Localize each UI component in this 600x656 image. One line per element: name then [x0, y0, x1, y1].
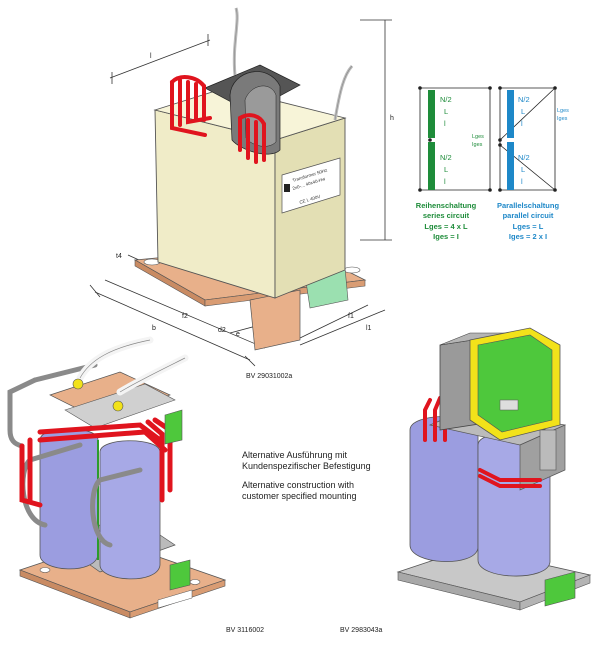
dim-label-l1: l1 [366, 325, 372, 332]
series-title-en: series circuit [423, 211, 470, 220]
dim-label-f1: f1 [348, 313, 354, 320]
series-winding-1 [428, 90, 435, 138]
parallel-out-iges: Iges [557, 116, 568, 122]
nameplate-line-3: CE L 400V [299, 194, 321, 205]
series-circuit-diagram: N/2 L l N/2 L l Lges Iges Reihenschaltun… [416, 86, 492, 241]
series-out-iges: Iges [472, 142, 483, 148]
parallel-eq-2: Iges = 2 x I [509, 232, 547, 241]
dim-label-f2: f2 [182, 313, 188, 320]
winding-leads [19, 417, 173, 508]
parallel-circuit-diagram: N/2 L l N/2 L l Lges Iges Parallelschalt… [497, 86, 569, 241]
note-de-line-1: Alternative Ausführung mit [242, 450, 348, 460]
series-label-n2-top: N/2 [440, 95, 452, 104]
notes-block: Alternative Ausführung mit Kundenspezifi… [242, 450, 371, 501]
parallel-label-i-bottom: l [521, 177, 523, 186]
note-en-line-2: customer specified mounting [242, 491, 357, 501]
dim-label-t4: t4 [116, 253, 122, 260]
terminal-bolt [72, 378, 84, 390]
series-title-de: Reihenschaltung [416, 201, 477, 210]
dim-label-b: b [152, 325, 156, 332]
parallel-label-l-bottom: L [521, 165, 525, 174]
parallel-title-en: parallel circuit [503, 211, 554, 220]
parallel-out-lges: Lges [557, 108, 569, 114]
series-label-l-bottom: L [444, 165, 448, 174]
label-tag [157, 589, 193, 609]
series-label-i-top: l [444, 119, 446, 128]
parallel-label-i-top: l [521, 119, 523, 128]
series-label-l-top: L [444, 107, 448, 116]
coil-right [99, 440, 161, 580]
dim-label-e: e [236, 331, 240, 338]
terminal-bolt [112, 400, 124, 412]
note-de-line-2: Kundenspezifischer Befestigung [242, 461, 371, 471]
series-out-lges: Lges [472, 134, 484, 140]
dim-label-l: l [150, 53, 152, 60]
parallel-label-l-top: L [521, 107, 525, 116]
series-label-n2-bottom: N/2 [440, 153, 452, 162]
dim-label-h: h [390, 115, 394, 122]
parallel-eq-1: Lges = L [513, 222, 544, 231]
parallel-title-de: Parallelschaltung [497, 201, 560, 210]
parallel-label-n2-top: N/2 [518, 95, 530, 104]
nameplate [281, 157, 341, 214]
dim-label-d2: d2 [218, 327, 226, 334]
parallel-label-n2-bottom: N/2 [518, 153, 530, 162]
bottom-right-transformer [396, 327, 592, 611]
top-transformer-drawing: l h b f2 f1 l1 e t4 d2 Transformer 50Hz [89, 7, 394, 367]
terminal-cap-green [477, 334, 553, 433]
series-eq-2: Iges = I [433, 232, 459, 241]
terminal-block [169, 559, 191, 591]
logo-icon [284, 184, 290, 192]
terminal-block [544, 571, 576, 607]
drawing-id-top: BV 29031002a [246, 373, 292, 380]
parallel-winding-2 [507, 142, 514, 190]
series-winding-2 [428, 142, 435, 190]
series-eq-1: Lges = 4 x L [424, 222, 468, 231]
drawing-id-bottom-left: BV 3116002 [226, 627, 264, 634]
note-en-line-1: Alternative construction with [242, 480, 354, 490]
drawing-id-bottom-right: BV 2983043a [340, 627, 383, 634]
mounting-slot [343, 266, 361, 274]
bottom-left-transformer [7, 336, 227, 619]
series-label-i-bottom: l [444, 177, 446, 186]
foot-bracket [249, 289, 301, 351]
parallel-winding-1 [507, 90, 514, 138]
winding-leads [170, 75, 266, 164]
